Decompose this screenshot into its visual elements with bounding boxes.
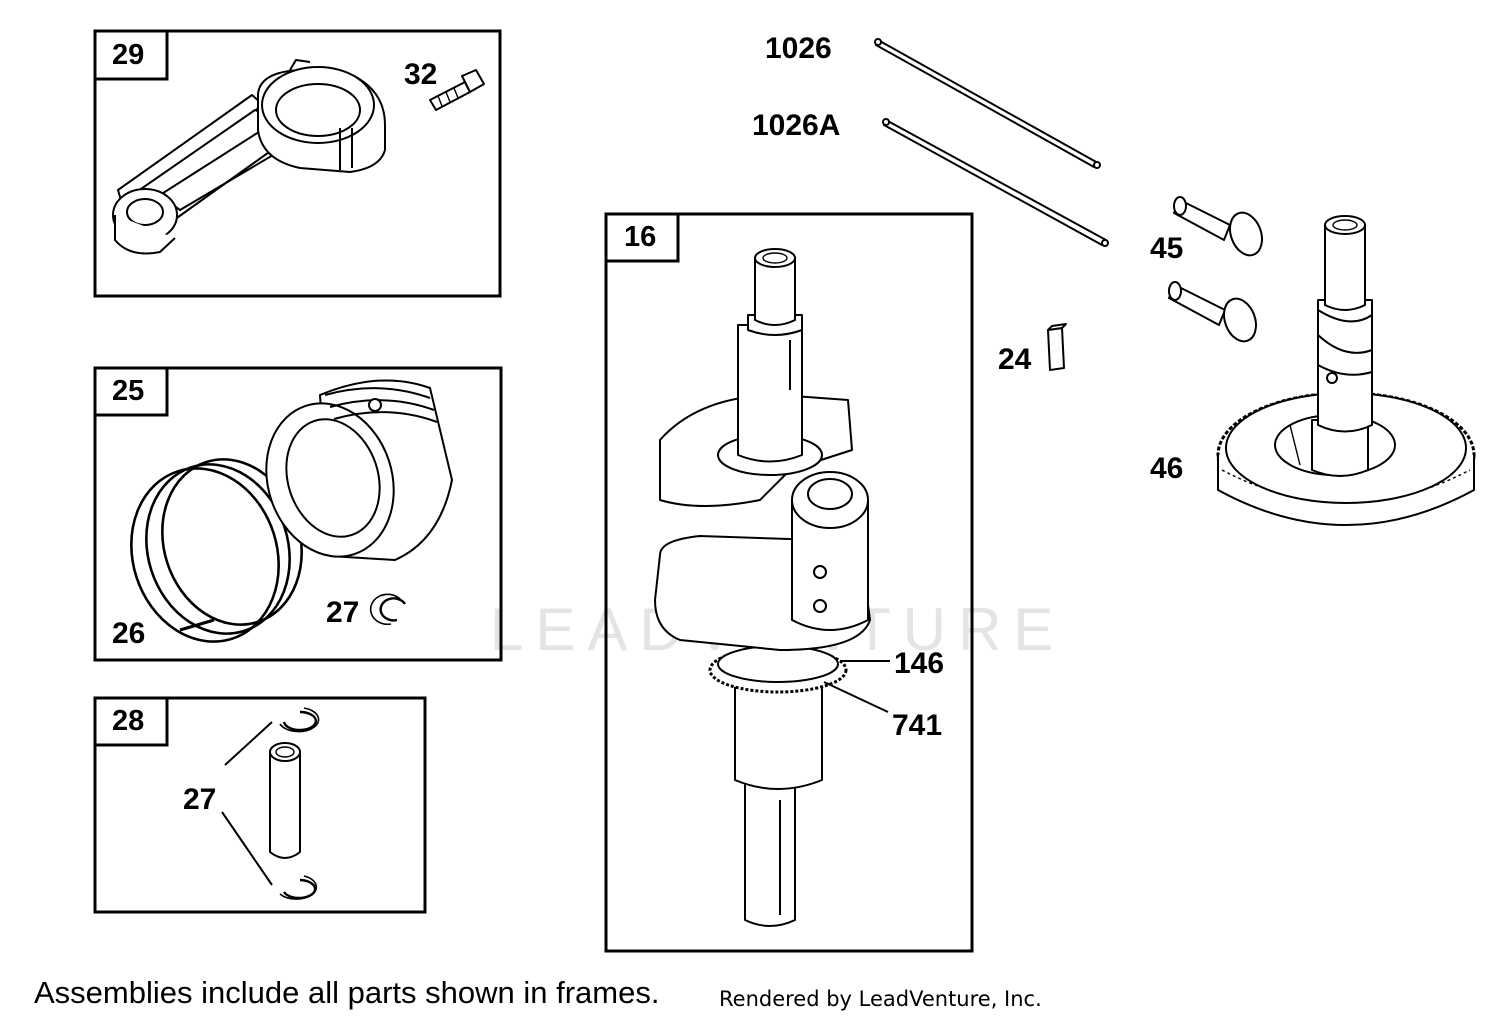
callout-32: 32 xyxy=(404,58,437,91)
callout-741: 741 xyxy=(892,709,942,742)
frame-29-tag: 29 xyxy=(112,39,144,71)
frame-16-tag: 16 xyxy=(624,221,656,253)
crankshaft-icon[interactable] xyxy=(654,248,871,927)
frame-29-border xyxy=(93,29,502,298)
connecting-rod-icon[interactable] xyxy=(112,58,386,255)
bolt-icon[interactable] xyxy=(429,69,485,111)
frame-28-border xyxy=(93,696,427,914)
piston-icon[interactable] xyxy=(247,379,453,573)
frame-25[interactable]: 25 26 27 xyxy=(93,366,503,662)
camshaft-icon[interactable] xyxy=(1216,215,1476,526)
tappets-45[interactable]: 45 xyxy=(1150,196,1268,346)
frame-25-tag: 25 xyxy=(112,375,144,407)
callout-1026a: 1026A xyxy=(752,109,840,142)
frame-16[interactable]: 16 xyxy=(604,212,974,953)
retainer-clip-icon[interactable] xyxy=(369,593,406,626)
frame-25-border xyxy=(93,366,503,662)
callout-26: 26 xyxy=(112,617,145,650)
frame-16-tag-box xyxy=(604,212,680,263)
callout-1026: 1026 xyxy=(765,32,832,65)
callout-24: 24 xyxy=(998,343,1032,376)
callout-146: 146 xyxy=(894,647,944,680)
frame-28[interactable]: 28 27 xyxy=(93,696,427,914)
frame-28-tag-box xyxy=(93,696,169,747)
tappet-icon[interactable] xyxy=(1168,281,1262,346)
callout-27-piston: 27 xyxy=(326,596,359,629)
callout-46: 46 xyxy=(1150,452,1183,485)
retainer-clip-icon[interactable] xyxy=(279,875,318,900)
piston-pin-icon[interactable] xyxy=(269,742,301,859)
retainer-clip-icon[interactable] xyxy=(279,707,320,733)
tappet-icon[interactable] xyxy=(1173,196,1268,260)
frame-28-tag: 28 xyxy=(112,705,144,737)
callout-27-pin: 27 xyxy=(183,783,216,816)
gear-icon[interactable] xyxy=(708,645,848,694)
footer: Assemblies include all parts shown in fr… xyxy=(34,975,1042,1011)
push-rod-icon[interactable] xyxy=(874,38,1101,169)
push-rod-1026a[interactable]: 1026A xyxy=(752,109,1109,247)
key-icon[interactable] xyxy=(1047,323,1067,371)
frame-25-tag-box xyxy=(93,366,169,417)
callout-45: 45 xyxy=(1150,232,1183,265)
frame-16-border xyxy=(604,212,974,953)
frame-29-tag-box xyxy=(93,29,169,81)
push-rod-1026[interactable]: 1026 xyxy=(765,32,1101,169)
assemblies-note: Assemblies include all parts shown in fr… xyxy=(34,975,659,1010)
leader-741 xyxy=(823,681,889,713)
leader-27-top xyxy=(224,721,273,766)
leader-27-bottom xyxy=(221,811,273,886)
push-rod-icon[interactable] xyxy=(882,118,1109,247)
frame-29[interactable]: 29 32 xyxy=(93,29,502,298)
camshaft-46[interactable]: 46 xyxy=(1150,215,1476,526)
render-credit: Rendered by LeadVenture, Inc. xyxy=(719,987,1042,1011)
key-24[interactable]: 24 xyxy=(998,323,1067,376)
